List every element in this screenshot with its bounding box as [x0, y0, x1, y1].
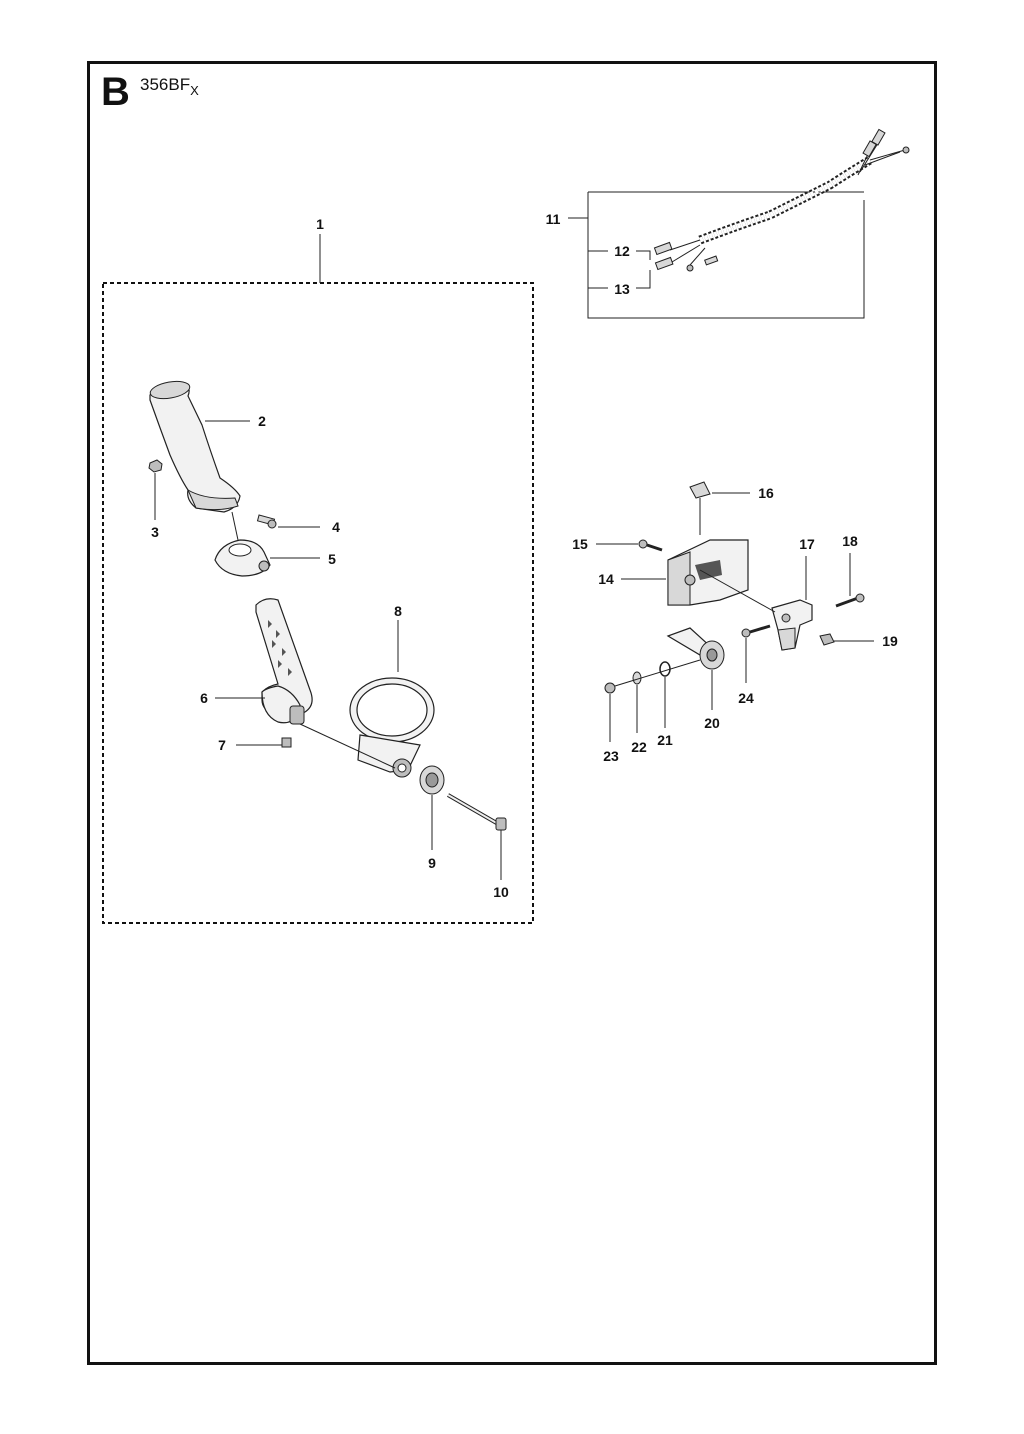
callout-19: 19 — [882, 633, 898, 649]
callout-21: 21 — [657, 732, 673, 748]
callout-5: 5 — [328, 551, 336, 567]
part-7-square-nut — [236, 737, 292, 748]
part-15-screw — [596, 539, 663, 552]
assembly-1-dashed-box — [102, 282, 534, 924]
part-20-lever — [666, 627, 725, 710]
part-2-handle-grip — [149, 380, 250, 513]
part-23-nut — [604, 659, 701, 742]
part-22-washer — [632, 671, 642, 733]
part-10-bolt — [231, 511, 507, 880]
callout-23: 23 — [603, 748, 619, 764]
callout-7: 7 — [218, 737, 226, 753]
callout-18: 18 — [842, 533, 858, 549]
part-9-knob — [419, 765, 445, 850]
callout-9: 9 — [428, 855, 436, 871]
callout-6: 6 — [200, 690, 208, 706]
callout-22: 22 — [631, 739, 647, 755]
section-letter: B — [101, 70, 130, 114]
part-8-tube-clamp — [349, 620, 435, 778]
callout-3: 3 — [151, 524, 159, 540]
part-14-bracket — [621, 539, 749, 606]
callout-17: 17 — [799, 536, 815, 552]
callout-15: 15 — [572, 536, 588, 552]
callout-13: 13 — [614, 281, 630, 297]
part-18-pin — [835, 553, 865, 608]
part-24-screw — [741, 624, 771, 683]
part-11-wire-harness — [568, 128, 910, 319]
callout-20: 20 — [704, 715, 720, 731]
callout-10: 10 — [493, 884, 509, 900]
model-base: 356BF — [140, 75, 191, 94]
part-6-tube-arm — [215, 598, 313, 725]
part-19-clip — [819, 633, 874, 646]
callout-2: 2 — [258, 413, 266, 429]
assembly-1-group — [102, 234, 534, 924]
callout-16: 16 — [758, 485, 774, 501]
callout-8: 8 — [394, 603, 402, 619]
model-name: 356BFX — [140, 76, 199, 97]
callout-labels: 1 2 3 4 5 6 7 8 9 10 11 12 13 14 15 16 1… — [151, 211, 898, 900]
callout-24: 24 — [738, 690, 754, 706]
callout-12: 12 — [614, 243, 630, 259]
part-5-clamp — [214, 539, 320, 577]
callout-14: 14 — [598, 571, 614, 587]
part-3-nut — [148, 459, 163, 520]
part-4-screw — [256, 514, 320, 529]
page-border — [87, 61, 937, 1365]
part-17-throttle-housing — [699, 556, 813, 651]
callout-4: 4 — [332, 519, 340, 535]
model-suffix: X — [190, 83, 199, 98]
callout-1: 1 — [316, 216, 324, 232]
part-16-cap — [689, 481, 750, 535]
callout-11: 11 — [546, 211, 561, 227]
part-12-13-connectors — [588, 250, 651, 289]
